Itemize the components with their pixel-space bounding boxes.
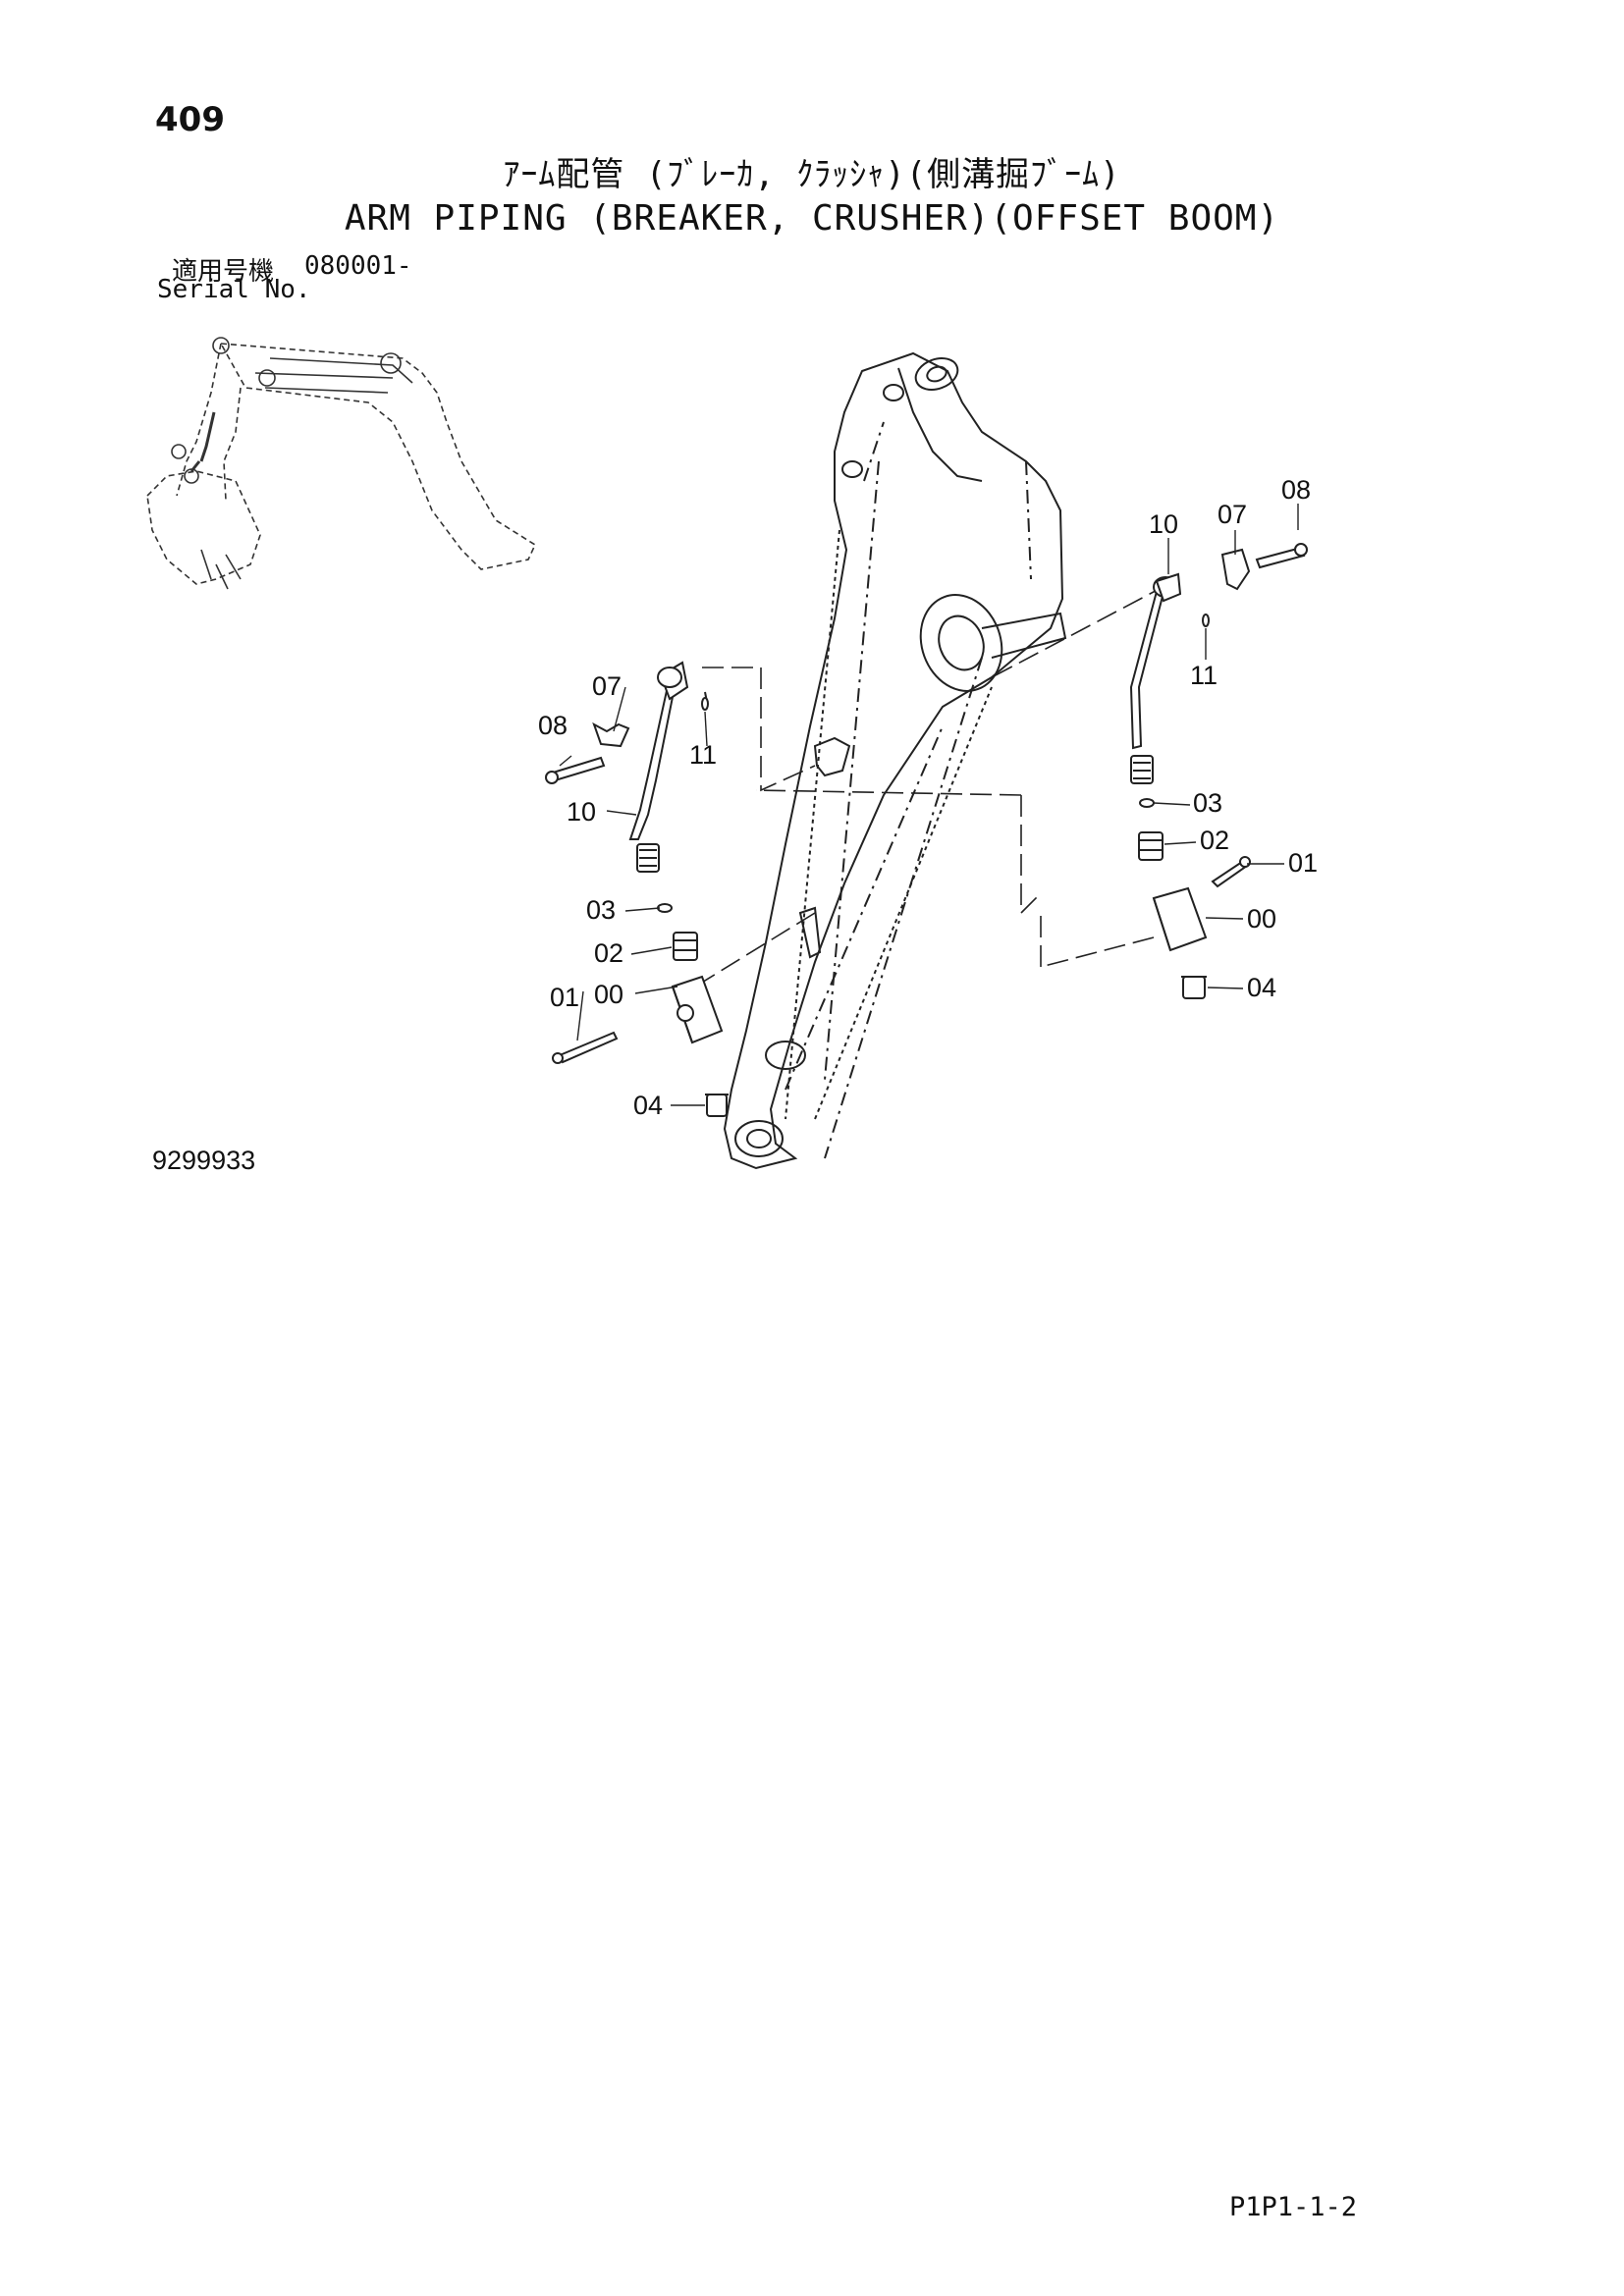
callout-right-03: 03	[1193, 788, 1222, 818]
callout-right-11: 11	[1190, 661, 1218, 690]
callout-left-00: 00	[594, 980, 623, 1009]
callout-right-08: 08	[1281, 475, 1311, 505]
callout-right-00: 00	[1247, 904, 1276, 934]
left-hose-assembly	[545, 661, 729, 1117]
left-callouts: 07 08 11 10 03 02 01 00 04	[538, 671, 717, 1120]
callout-leaders	[559, 504, 1299, 1106]
callout-left-04: 04	[633, 1091, 663, 1120]
right-callouts: 10 07 08 11 03 02 01 00 04	[1149, 475, 1318, 1002]
excavator-thumbnail	[146, 337, 537, 590]
callout-left-08: 08	[538, 711, 568, 740]
right-hose-assembly	[1129, 543, 1308, 999]
title-english: ARM PIPING (BREAKER, CRUSHER)(OFFSET BOO…	[344, 198, 1280, 239]
page-number: 409	[155, 100, 225, 139]
callout-left-07: 07	[592, 671, 622, 701]
callout-left-03: 03	[586, 895, 616, 925]
callout-right-07: 07	[1218, 500, 1247, 529]
callout-left-11: 11	[689, 740, 717, 770]
callout-left-02: 02	[594, 938, 623, 968]
callout-right-04: 04	[1247, 973, 1276, 1002]
page-code: P1P1-1-2	[1229, 2192, 1358, 2222]
serial-label-jp: 適用号機	[172, 257, 275, 287]
document-number: 9299933	[152, 1146, 256, 1175]
callout-right-10: 10	[1149, 509, 1178, 539]
callout-right-01: 01	[1288, 848, 1318, 878]
callout-left-10: 10	[567, 797, 596, 827]
title-japanese: ｱｰﾑ配管 (ﾌﾞﾚｰｶ, ｸﾗｯｼｬ)(側溝掘ﾌﾞｰﾑ)	[503, 155, 1121, 194]
serial-value: 080001-	[304, 251, 412, 281]
arm-body	[723, 351, 1067, 1170]
callout-right-02: 02	[1200, 826, 1229, 855]
serial-label-en: Serial No.	[157, 275, 311, 304]
leader-lines	[686, 583, 1169, 992]
callout-left-01: 01	[550, 983, 579, 1012]
